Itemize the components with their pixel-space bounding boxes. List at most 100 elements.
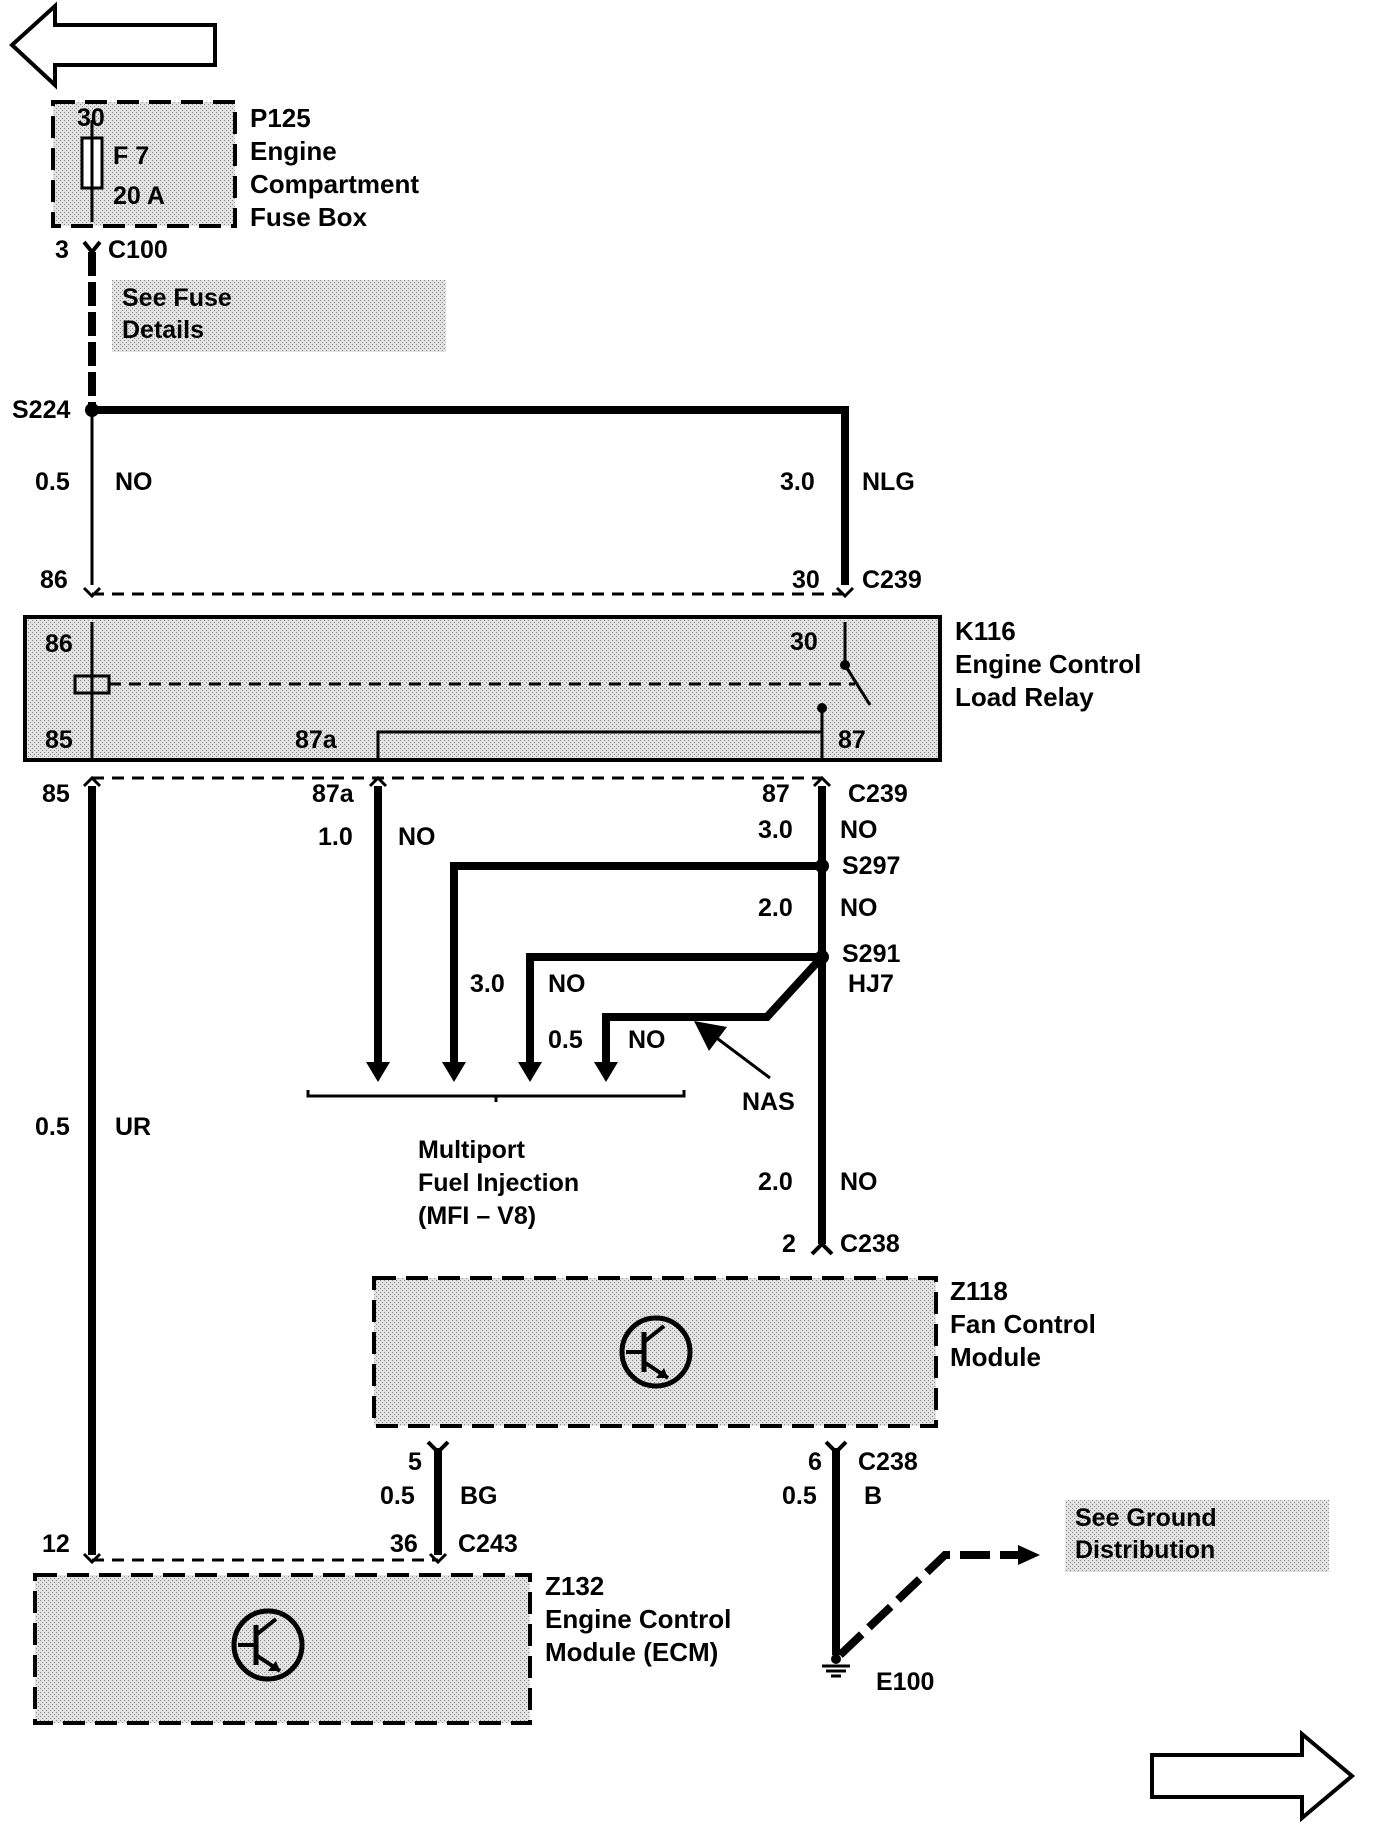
relay-pin-30: 30 <box>790 628 818 656</box>
wire-left-top-size: 0.5 <box>35 468 70 496</box>
wire-branch4-color: NO <box>628 1026 666 1054</box>
fuse-box-p125: 30 F 7 20 A P125 Engine Compartment Fuse… <box>51 100 419 232</box>
ground-reference-arrow-icon <box>1018 1545 1040 1565</box>
wire-ground-dashed <box>837 1551 1020 1658</box>
s291-sub-label: HJ7 <box>848 970 894 998</box>
fan-module-name-1: Fan Control <box>950 1309 1096 1339</box>
ground-label: E100 <box>876 1668 934 1696</box>
wire-branch3-color: NO <box>548 970 586 998</box>
wire-to-c238-color: NO <box>840 1168 878 1196</box>
relay-id: K116 <box>955 616 1016 646</box>
wire-right-top-color: NLG <box>862 468 915 496</box>
wire-s291-branch4 <box>602 954 825 1062</box>
wire-right-top-size: 3.0 <box>780 468 815 496</box>
c239-bottom-pin-87a: 87a <box>312 780 355 808</box>
nas-pointer <box>694 1021 771 1080</box>
wire-bg-size: 0.5 <box>380 1482 415 1510</box>
arrow-branch3-icon <box>518 1062 542 1082</box>
wire-branch3-size: 3.0 <box>470 970 505 998</box>
fan-module-name-2: Module <box>950 1342 1041 1372</box>
wire-s297-s291-size: 2.0 <box>758 894 793 922</box>
wire-ur-color: UR <box>115 1113 151 1141</box>
connector-c239-top: 86 30 C239 <box>40 566 922 599</box>
ecm-z132: Z132 Engine Control Module (ECM) <box>33 1571 731 1725</box>
fuse-box-name-1: Engine <box>250 136 337 166</box>
fuse-details-line2: Details <box>122 316 204 344</box>
wire-b-color: B <box>864 1482 882 1510</box>
relay-pin-86: 86 <box>45 630 73 658</box>
arrow-s297-icon <box>442 1062 466 1082</box>
fuse-box-name-3: Fuse Box <box>250 202 368 232</box>
ecm-name-2: Module (ECM) <box>545 1637 718 1667</box>
relay-pin-87a: 87a <box>295 726 338 754</box>
arrow-branch4-icon <box>594 1062 618 1082</box>
wire-left-top-color: NO <box>115 468 153 496</box>
ground-ref-line1: See Ground <box>1075 1504 1217 1532</box>
mfi-bracket <box>306 1090 686 1098</box>
wire-s291-branch3 <box>526 953 822 1062</box>
fuse-box-name-2: Compartment <box>250 169 419 199</box>
ecm-id: Z132 <box>545 1571 604 1601</box>
relay-pin-87: 87 <box>838 726 866 754</box>
fuse-rating: 20 A <box>113 182 165 210</box>
wire-87-size: 3.0 <box>758 816 793 844</box>
c239-top-left-pin: 86 <box>40 566 68 594</box>
c239-bottom-id: C239 <box>848 780 908 808</box>
wire-to-c238-size: 2.0 <box>758 1168 793 1196</box>
s291-label: S291 <box>842 940 900 968</box>
connector-c100: 3 C100 <box>55 236 168 264</box>
wire-87a-size: 1.0 <box>318 823 353 851</box>
c239-top-id: C239 <box>862 566 922 594</box>
connector-c243: 12 36 C243 <box>42 1530 518 1565</box>
c243-id: C243 <box>458 1530 518 1558</box>
next-page-arrow-icon[interactable] <box>1150 1729 1356 1823</box>
wire-s297-branch <box>450 862 822 1062</box>
c239-bottom-pin-85: 85 <box>42 780 70 808</box>
relay-name-1: Engine Control <box>955 649 1141 679</box>
fuse-box-pin: 30 <box>77 104 105 132</box>
ground-ref-line2: Distribution <box>1075 1536 1215 1564</box>
fan-module-id: Z118 <box>950 1276 1008 1306</box>
wire-branch4-size: 0.5 <box>548 1026 583 1054</box>
c238-top-pin: 2 <box>782 1230 796 1258</box>
relay-pin-85: 85 <box>45 726 73 754</box>
wire-ur-size: 0.5 <box>35 1113 70 1141</box>
wire-s224-to-relay-30 <box>92 406 849 585</box>
fuse-details-reference[interactable]: See Fuse Details <box>112 280 446 352</box>
c238-top-id: C238 <box>840 1230 900 1258</box>
relay-name-2: Load Relay <box>955 682 1094 712</box>
c100-pin: 3 <box>55 236 69 264</box>
mfi-line1: Multiport <box>418 1136 526 1164</box>
fuse-details-line1: See Fuse <box>122 284 232 312</box>
wire-b-pin: 6 <box>808 1448 822 1476</box>
connector-c238-top: 2 C238 <box>782 1230 900 1258</box>
transistor-icon <box>619 1315 693 1389</box>
ecm-name-1: Engine Control <box>545 1604 731 1634</box>
arrow-87a-icon <box>366 1062 390 1082</box>
ground-e100: E100 <box>822 1654 934 1696</box>
fan-control-module-z118: Z118 Fan Control Module <box>372 1276 1096 1428</box>
mfi-line2: Fuel Injection <box>418 1169 579 1197</box>
wire-bg-color: BG <box>460 1482 498 1510</box>
nas-label: NAS <box>742 1088 795 1116</box>
c243-left-pin: 12 <box>42 1530 70 1558</box>
c243-right-pin: 36 <box>390 1530 418 1558</box>
c100-id: C100 <box>108 236 168 264</box>
s224-label: S224 <box>12 396 70 424</box>
wire-bg-pin: 5 <box>408 1448 422 1476</box>
wire-b-c238-id: C238 <box>858 1448 918 1476</box>
connector-c239-bottom: 85 87a 87 C239 <box>42 775 908 808</box>
relay-switch-icon <box>843 664 872 706</box>
fuse-box-id: P125 <box>250 103 311 133</box>
wire-87a-color: NO <box>398 823 436 851</box>
relay-k116: 86 30 85 87a 87 K116 Engine Control Load… <box>23 615 1141 762</box>
wire-87-color: NO <box>840 816 878 844</box>
wire-b-size: 0.5 <box>782 1482 817 1510</box>
previous-page-arrow-icon[interactable] <box>9 1 217 90</box>
wire-s297-s291-color: NO <box>840 894 878 922</box>
c239-bottom-pin-87: 87 <box>762 780 790 808</box>
fuse-number: F 7 <box>113 142 149 170</box>
ground-distribution-reference[interactable]: See Ground Distribution <box>1065 1500 1329 1572</box>
s297-label: S297 <box>842 852 900 880</box>
